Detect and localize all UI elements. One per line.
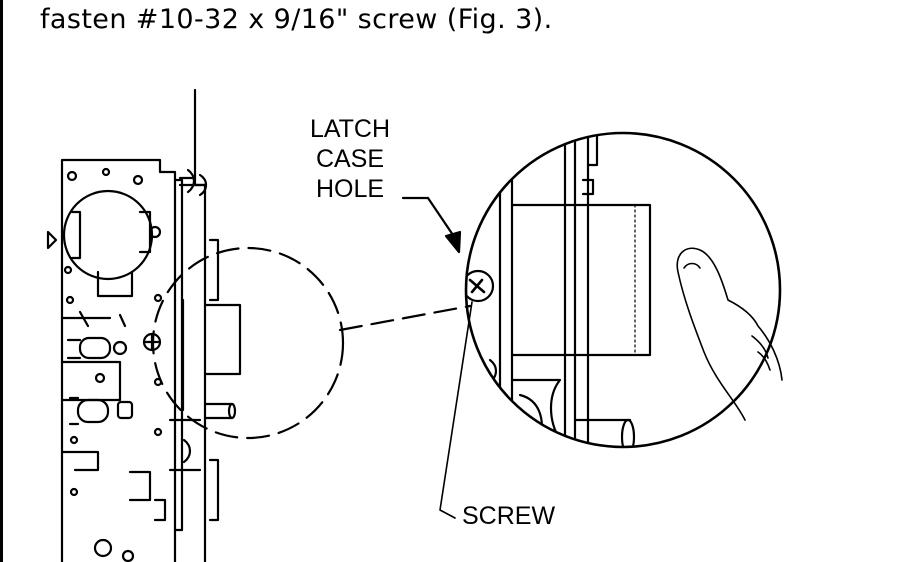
- latch-case-hole-label-line1: LATCH: [309, 115, 391, 143]
- latch-bolt: [203, 303, 242, 420]
- detail-leader-dashed: [338, 304, 472, 332]
- lock-body: [46, 88, 220, 562]
- magnified-detail: [466, 133, 652, 447]
- latch-hole-leader: [401, 196, 457, 240]
- magnifier-circle: [464, 131, 782, 449]
- screw-leader: [439, 301, 473, 519]
- latch-hole-arrow: [444, 230, 462, 254]
- latch-case-hole-label-line2: CASE: [315, 145, 385, 173]
- screw-label: SCREW: [462, 502, 556, 530]
- latch-case-hole-label-line3: HOLE: [315, 175, 385, 203]
- instruction-text: fasten #10-32 x 9/16" screw (Fig. 3).: [40, 4, 553, 35]
- page-border-left: [0, 0, 3, 562]
- latch-case-hole-label: LATCH CASE HOLE: [290, 114, 410, 204]
- detail-circle-dashed: [151, 246, 345, 440]
- finger-illustration: [676, 247, 783, 421]
